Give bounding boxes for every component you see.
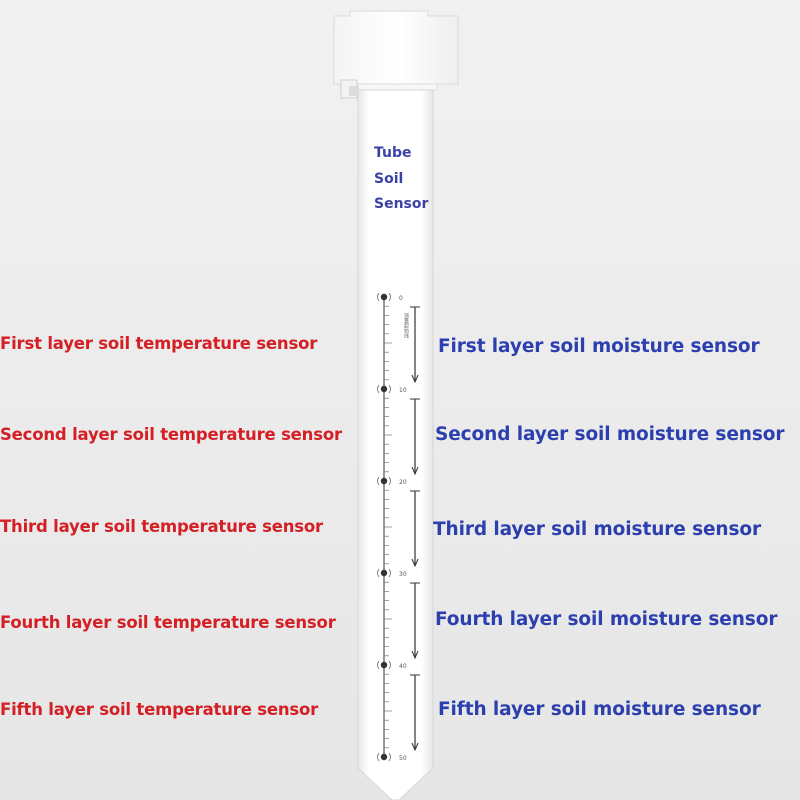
arrow-head-icon (411, 742, 419, 752)
sensor-marker-icon (380, 661, 388, 669)
vertical-note: 测量起始线 (403, 312, 409, 338)
sensor-marker-icon (380, 477, 388, 485)
probe-tube (357, 89, 434, 800)
sensor-marker-icon (380, 293, 388, 301)
arrow-head-icon (411, 558, 419, 568)
moisture-sensor-label: Fifth layer soil moisture sensor (438, 699, 761, 720)
signal-wave-icon (388, 476, 391, 486)
probe-title-line: Soil (374, 170, 404, 187)
signal-wave-icon (388, 384, 391, 394)
scale-label: 30 (399, 571, 407, 578)
signal-wave-icon (377, 752, 380, 762)
temperature-sensor-label: Third layer soil temperature sensor (0, 517, 323, 536)
arrow-head-icon (411, 650, 419, 660)
probe-title-line: Sensor (374, 196, 429, 212)
sensor-marker-icon (380, 385, 388, 393)
sensor-marker-icon (380, 753, 388, 761)
signal-wave-icon (377, 476, 380, 486)
temperature-sensor-label: First layer soil temperature sensor (0, 334, 318, 353)
signal-wave-icon (388, 292, 391, 302)
arrow-head-icon (411, 374, 419, 384)
arrow-head-icon (411, 466, 419, 476)
temperature-sensor-label: Fourth layer soil temperature sensor (0, 613, 336, 632)
scale-label: 40 (399, 663, 407, 670)
signal-wave-icon (377, 660, 380, 670)
probe-cap (333, 10, 459, 99)
moisture-sensor-label: Second layer soil moisture sensor (435, 424, 785, 445)
moisture-sensor-label: First layer soil moisture sensor (438, 336, 760, 357)
moisture-sensor-label: Third layer soil moisture sensor (433, 519, 762, 540)
signal-wave-icon (388, 752, 391, 762)
signal-wave-icon (388, 660, 391, 670)
scale-label: 20 (399, 479, 407, 486)
probe-title: Tube Soil Sensor (374, 141, 428, 218)
moisture-sensor-label: Fourth layer soil moisture sensor (435, 609, 778, 630)
signal-wave-icon (377, 384, 380, 394)
temperature-sensor-label: Second layer soil temperature sensor (0, 425, 342, 444)
depth-scale: 0 10 20 30 40 50 测量起始线 (377, 292, 420, 762)
signal-wave-icon (377, 292, 380, 302)
temperature-sensor-label: Fifth layer soil temperature sensor (0, 700, 319, 719)
signal-wave-icon (377, 568, 380, 578)
scale-label: 0 (399, 295, 403, 302)
scale-label: 50 (399, 755, 407, 762)
sensor-marker-icon (380, 569, 388, 577)
signal-wave-icon (388, 568, 391, 578)
scale-label: 10 (399, 387, 407, 394)
probe-title-line: Tube (374, 145, 412, 161)
